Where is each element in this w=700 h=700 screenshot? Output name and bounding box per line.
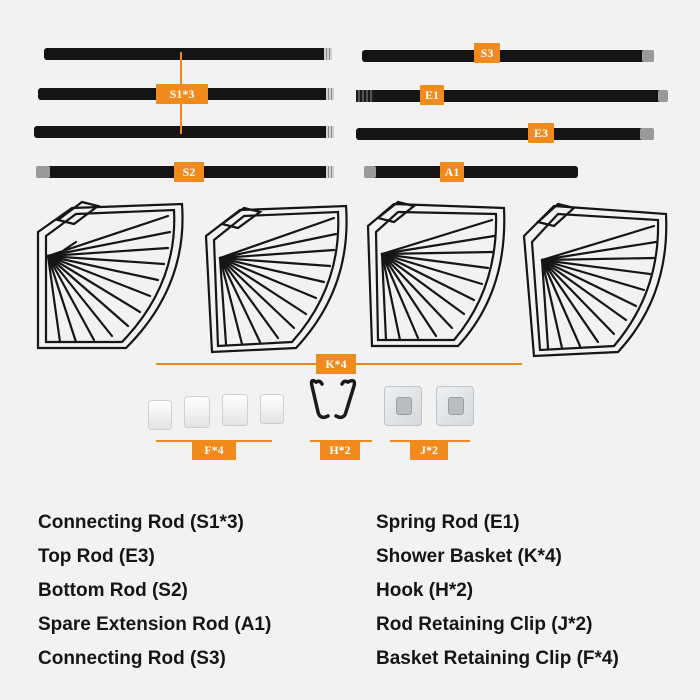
tag-s2: S2: [174, 162, 204, 182]
tag-k: K*4: [316, 354, 356, 374]
shower-basket: [522, 202, 668, 358]
rod-end-cap: [364, 166, 376, 178]
tag-e3: E3: [528, 123, 554, 143]
basket-retaining-clip: [148, 400, 172, 430]
tag-j: J*2: [410, 440, 448, 460]
legend-item-hook: Hook (H*2): [376, 580, 474, 601]
hook: [309, 378, 357, 420]
tag-f: F*4: [192, 440, 236, 460]
shower-basket: [204, 204, 348, 354]
top-rod-e3: [356, 128, 654, 140]
clip-knob: [396, 397, 412, 415]
basket-retaining-clip: [184, 396, 210, 428]
rod-end-cap: [642, 50, 654, 62]
tag-s1: S1*3: [156, 84, 208, 104]
legend-left-column: Connecting Rod (S1*3) Top Rod (E3) Botto…: [38, 508, 271, 678]
legend-item-spare-extension-rod: Spare Extension Rod (A1): [38, 614, 272, 635]
rod-end-cap: [640, 128, 654, 140]
connecting-rod-s3: [362, 50, 654, 62]
connecting-rod-s1: [34, 126, 334, 138]
clip-knob: [448, 397, 464, 415]
rod-end-cap: [658, 90, 668, 102]
spare-extension-rod-a1: [364, 166, 578, 178]
tag-a1: A1: [440, 162, 464, 182]
legend-item-shower-basket: Shower Basket (K*4): [376, 546, 562, 567]
spring-rod-e1: [356, 90, 668, 102]
shower-basket: [366, 200, 506, 348]
legend-item-rod-retaining-clip: Rod Retaining Clip (J*2): [376, 614, 593, 635]
shower-basket: [36, 200, 184, 350]
basket-retaining-clip: [260, 394, 284, 424]
tag-h: H*2: [320, 440, 360, 460]
thread-end: [326, 166, 334, 178]
rod-retaining-clip: [436, 386, 474, 426]
connecting-rod-s1: [44, 48, 332, 60]
rod-end-cap: [36, 166, 50, 178]
thread-end: [324, 48, 332, 60]
rod-retaining-clip: [384, 386, 422, 426]
thread-end: [326, 126, 334, 138]
legend-item-spring-rod: Spring Rod (E1): [376, 512, 520, 533]
legend-item-bottom-rod: Bottom Rod (S2): [38, 580, 188, 601]
thread-end: [326, 88, 334, 100]
legend-item-connecting-rod-s3: Connecting Rod (S3): [38, 648, 226, 669]
legend-item-top-rod: Top Rod (E3): [38, 546, 155, 567]
tag-s3: S3: [474, 43, 500, 63]
legend-item-basket-retaining-clip: Basket Retaining Clip (F*4): [376, 648, 619, 669]
tag-e1: E1: [420, 85, 444, 105]
spring-end: [356, 90, 374, 102]
legend-item-connecting-rod-s1: Connecting Rod (S1*3): [38, 512, 244, 533]
basket-retaining-clip: [222, 394, 248, 426]
legend-right-column: Spring Rod (E1) Shower Basket (K*4) Hook…: [376, 508, 619, 678]
